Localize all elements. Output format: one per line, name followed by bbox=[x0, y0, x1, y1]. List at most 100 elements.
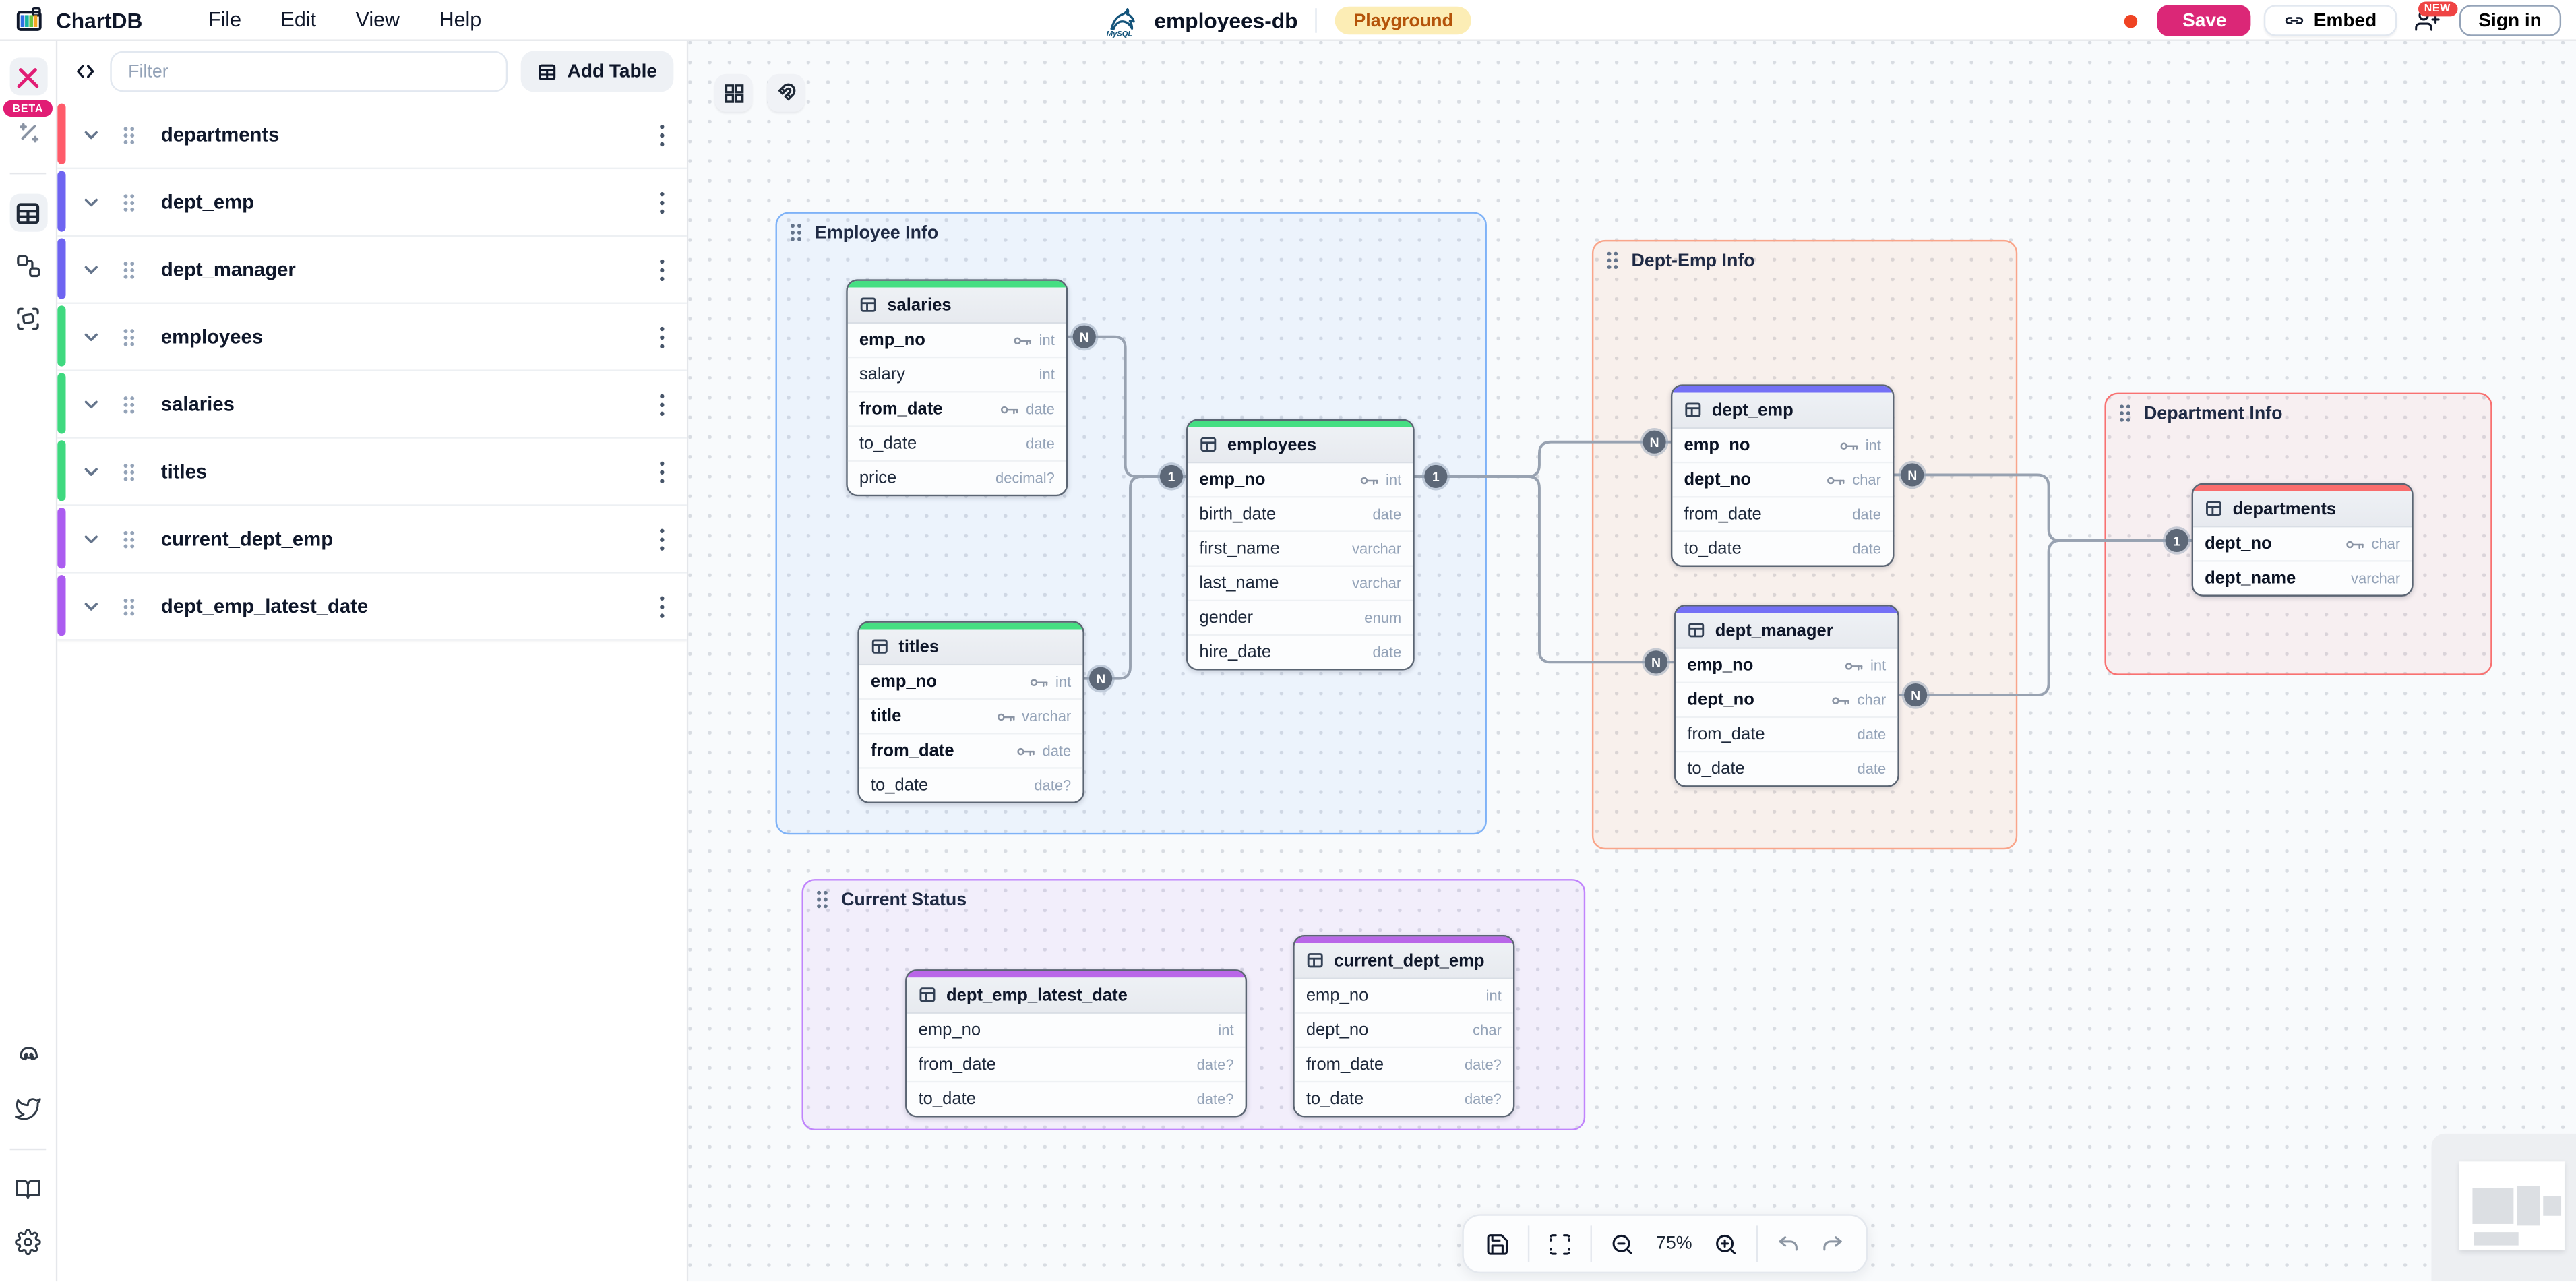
sidebar-item-current_dept_emp[interactable]: current_dept_emp bbox=[57, 506, 687, 574]
table-header[interactable]: salaries bbox=[847, 287, 1066, 324]
drag-handle-icon[interactable] bbox=[121, 259, 136, 280]
zoom-out-icon[interactable] bbox=[1600, 1223, 1645, 1265]
drag-handle-icon[interactable] bbox=[121, 326, 136, 348]
twitter-icon[interactable] bbox=[9, 1089, 47, 1127]
undo-icon[interactable] bbox=[1766, 1223, 1810, 1265]
sidebar-item-dept_manager[interactable]: dept_manager bbox=[57, 237, 687, 304]
chevron-down-icon[interactable] bbox=[82, 395, 100, 413]
settings-icon[interactable] bbox=[9, 1223, 47, 1260]
diagram-editor-icon[interactable] bbox=[9, 57, 47, 96]
table-menu-icon[interactable] bbox=[658, 392, 665, 417]
table-header[interactable]: current_dept_emp bbox=[1294, 943, 1513, 979]
table-menu-icon[interactable] bbox=[658, 123, 665, 148]
table-name: employees bbox=[1227, 434, 1317, 454]
field-type-label: date? bbox=[1196, 1056, 1234, 1073]
magic-wand-icon[interactable] bbox=[9, 113, 47, 151]
sign-in-button[interactable]: Sign in bbox=[2459, 5, 2562, 36]
embed-button[interactable]: Embed bbox=[2264, 5, 2397, 36]
code-view-icon[interactable] bbox=[74, 61, 97, 82]
sidebar-item-employees[interactable]: employees bbox=[57, 303, 687, 371]
field-type: decimal? bbox=[995, 470, 1055, 486]
sidebar-item-departments[interactable]: departments bbox=[57, 102, 687, 170]
add-table-label: Add Table bbox=[567, 61, 657, 82]
primary-key-icon bbox=[1018, 745, 1036, 756]
menu-help[interactable]: Help bbox=[439, 8, 482, 32]
minimap[interactable] bbox=[2431, 1133, 2576, 1282]
sidebar-item-dept_emp[interactable]: dept_emp bbox=[57, 169, 687, 237]
chevron-down-icon[interactable] bbox=[82, 193, 100, 211]
drag-handle-icon[interactable] bbox=[121, 394, 136, 415]
tables-panel-icon[interactable] bbox=[9, 193, 47, 232]
drag-handle-icon[interactable] bbox=[121, 461, 136, 483]
drag-handle-icon[interactable] bbox=[789, 222, 803, 243]
relationships-panel-icon[interactable] bbox=[9, 247, 47, 284]
docs-icon[interactable] bbox=[9, 1170, 47, 1208]
table-menu-icon[interactable] bbox=[658, 594, 665, 619]
fit-view-icon[interactable] bbox=[1538, 1223, 1583, 1265]
menu-view[interactable]: View bbox=[355, 8, 400, 32]
menu-edit[interactable]: Edit bbox=[280, 8, 317, 32]
zoom-in-icon[interactable] bbox=[1704, 1223, 1748, 1265]
minimap-viewport[interactable] bbox=[2459, 1161, 2565, 1250]
drag-handle-icon[interactable] bbox=[2118, 402, 2133, 424]
areas-panel-icon[interactable] bbox=[9, 299, 47, 337]
primary-key-icon bbox=[1833, 694, 1851, 706]
field-name: price bbox=[859, 468, 897, 488]
chevron-down-icon[interactable] bbox=[82, 125, 100, 144]
field-name: emp_no bbox=[1684, 435, 1750, 456]
discord-icon[interactable] bbox=[9, 1037, 47, 1074]
chevron-down-icon[interactable] bbox=[82, 462, 100, 481]
table-header[interactable]: dept_emp_latest_date bbox=[907, 977, 1246, 1014]
sidebar-item-titles[interactable]: titles bbox=[57, 438, 687, 506]
add-table-button[interactable]: Add Table bbox=[521, 51, 674, 92]
cardinality-badge: N bbox=[1643, 430, 1666, 454]
drag-handle-icon[interactable] bbox=[121, 596, 136, 617]
drag-handle-icon[interactable] bbox=[121, 191, 136, 213]
table-header[interactable]: titles bbox=[859, 629, 1083, 666]
zoom-level[interactable]: 75% bbox=[1655, 1233, 1692, 1254]
chevron-down-icon[interactable] bbox=[82, 328, 100, 346]
redo-icon[interactable] bbox=[1810, 1223, 1855, 1265]
chartdb-logo-icon bbox=[16, 7, 44, 33]
invite-user-button[interactable]: NEW bbox=[2410, 1, 2457, 37]
magnet-icon[interactable] bbox=[767, 73, 805, 112]
table-menu-icon[interactable] bbox=[658, 190, 665, 215]
chevron-down-icon[interactable] bbox=[82, 260, 100, 278]
table-header[interactable]: employees bbox=[1188, 427, 1413, 464]
layout-blocks-icon[interactable] bbox=[714, 73, 753, 112]
drag-handle-icon[interactable] bbox=[815, 889, 830, 911]
table-icon bbox=[1199, 435, 1217, 454]
table-menu-icon[interactable] bbox=[658, 526, 665, 551]
chevron-down-icon[interactable] bbox=[82, 597, 100, 615]
sidebar-item-dept_emp_latest_date[interactable]: dept_emp_latest_date bbox=[57, 573, 687, 641]
table-header[interactable]: dept_emp bbox=[1672, 392, 1893, 429]
filter-input[interactable] bbox=[110, 51, 508, 92]
table-menu-icon[interactable] bbox=[658, 459, 665, 484]
save-button[interactable]: Save bbox=[2157, 5, 2252, 36]
table-menu-icon[interactable] bbox=[658, 324, 665, 349]
drag-handle-icon[interactable] bbox=[1605, 250, 1620, 272]
drag-handle-icon[interactable] bbox=[121, 528, 136, 550]
chevron-down-icon[interactable] bbox=[82, 530, 100, 548]
table-header[interactable]: departments bbox=[2193, 491, 2412, 528]
table-icon bbox=[859, 296, 878, 314]
menu-file[interactable]: File bbox=[208, 8, 242, 32]
save-diagram-icon[interactable] bbox=[1475, 1223, 1520, 1265]
table-header[interactable]: dept_manager bbox=[1676, 613, 1898, 649]
sidebar-item-salaries[interactable]: salaries bbox=[57, 371, 687, 439]
field-name: last_name bbox=[1199, 573, 1279, 593]
group-label: Employee Info bbox=[789, 222, 938, 243]
table-menu-icon[interactable] bbox=[658, 257, 665, 282]
drag-handle-icon[interactable] bbox=[121, 124, 136, 146]
diagram-name[interactable]: employees-db bbox=[1154, 8, 1298, 33]
